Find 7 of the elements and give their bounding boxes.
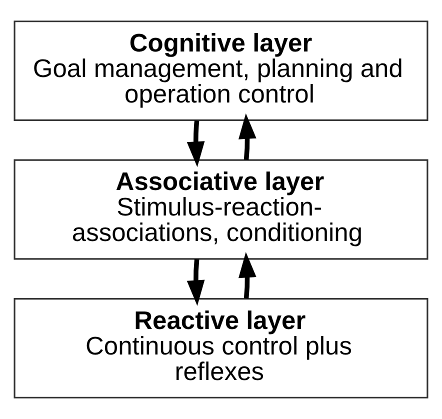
node-box: Cognitive layer Goal management, planning and operation control (14, 20, 428, 122)
node-box: Associative layer Stimulus-reaction-associations, conditioning (14, 159, 428, 260)
arrow (186, 120, 205, 168)
node-box: Reactive layer Continuous control plus reflexes (14, 298, 428, 398)
arrow (186, 259, 205, 306)
arrow (238, 252, 256, 299)
arrow (238, 113, 256, 160)
